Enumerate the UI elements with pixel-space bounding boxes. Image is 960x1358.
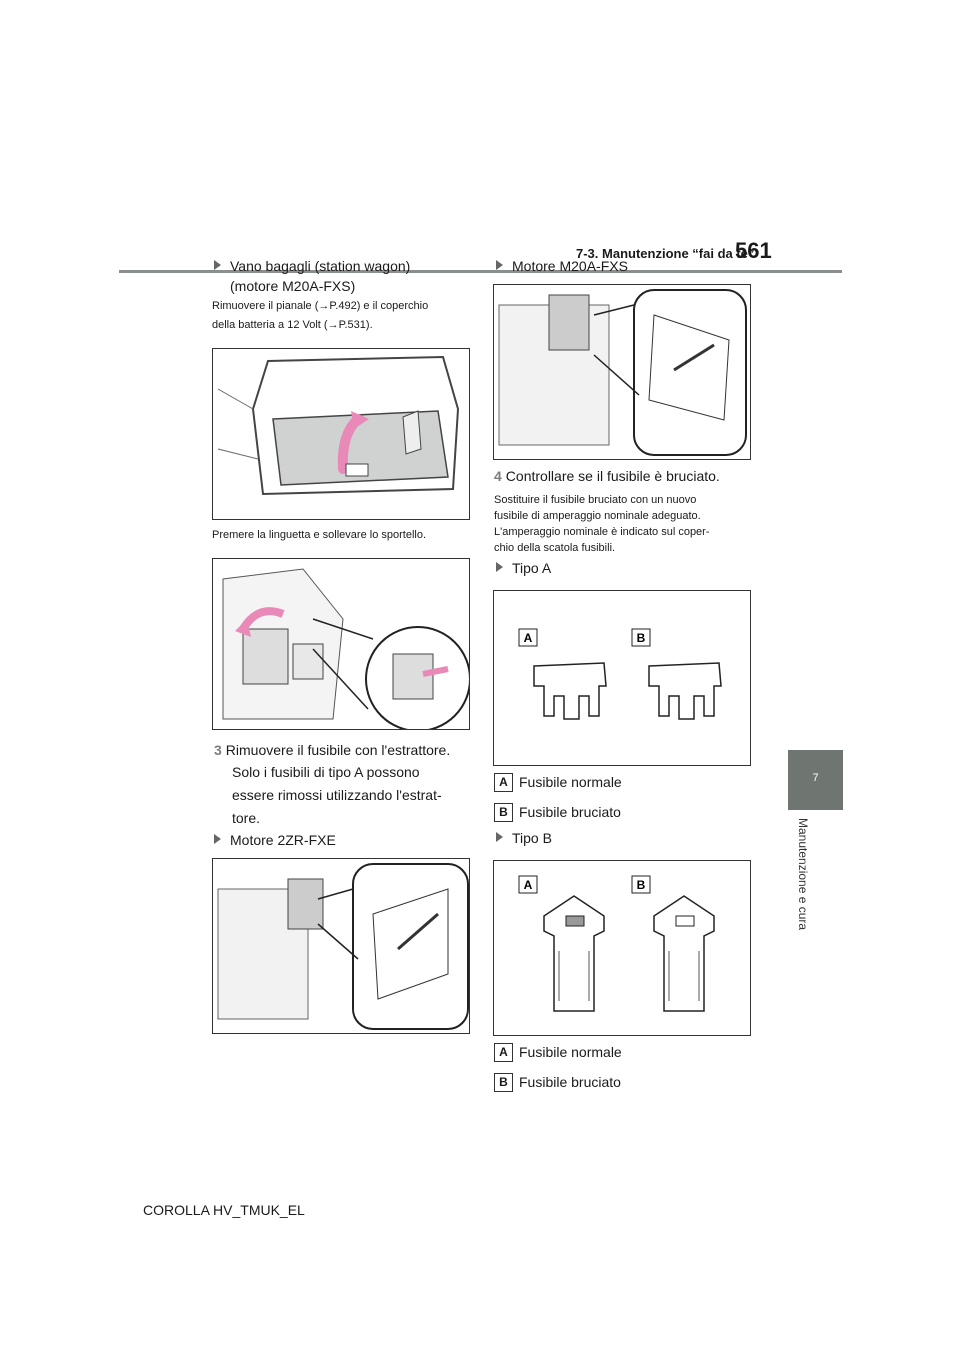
step-3-line4: tore. xyxy=(232,810,261,826)
type-b-text: Tipo B xyxy=(512,830,552,846)
legend-b-b-text: Fusibile bruciato xyxy=(519,1074,621,1090)
caption-cargo: Premere la linguetta e sollevare lo spor… xyxy=(212,529,427,541)
type-a-drawing: A B xyxy=(518,628,722,720)
fig-a-label-b: B xyxy=(637,631,646,645)
battery-cover-illustration xyxy=(212,558,470,730)
engine-2zr-label: Motore 2ZR-FXE xyxy=(214,830,336,850)
type-a-text: Tipo A xyxy=(512,560,552,576)
step-3-line1: Rimuovere il fusibile con l'estrattore. xyxy=(225,742,451,758)
legend-a-blown: B Fusibile bruciato xyxy=(494,802,621,822)
engine-2zr-fusebox-illustration xyxy=(212,858,470,1034)
page-number: 561 xyxy=(735,238,772,263)
legend-b-a-box: A xyxy=(494,1042,513,1062)
battery-cover-drawing xyxy=(222,568,469,729)
heading-cargo: Vano bagagli (station wagon) xyxy=(214,256,410,276)
heading-cargo-line2: (motore M20A-FXS) xyxy=(230,278,356,294)
heading-cargo-line1: Vano bagagli (station wagon) xyxy=(230,258,411,274)
step-4-note-line3: L'amperaggio nominale è indicato sul cop… xyxy=(494,526,710,538)
step-3-number: 3 xyxy=(214,742,222,758)
step-4-text: Controllare se il fusibile è bruciato. xyxy=(505,468,720,484)
type-a-label: Tipo A xyxy=(496,558,551,578)
legend-b-b-box: B xyxy=(494,1072,513,1092)
chapter-tab xyxy=(788,750,843,810)
type-b-label: Tipo B xyxy=(496,828,552,848)
engine-m20a-fusebox-illustration xyxy=(493,284,751,460)
type-b-drawing: A B xyxy=(518,875,715,1012)
legend-a-box: A xyxy=(494,772,513,792)
step-4-number: 4 xyxy=(494,468,502,484)
cargo-area-illustration xyxy=(212,348,470,520)
step-4-note-line2: fusibile di amperaggio nominale adeguato… xyxy=(494,510,701,522)
intro-line1: Rimuovere il pianale (→P.492) e il coper… xyxy=(212,300,429,312)
step-3-line2: Solo i fusibili di tipo A possono xyxy=(232,764,420,780)
type-a-fuse-illustration: A B xyxy=(493,590,751,766)
step-3-line3: essere rimossi utilizzando l'estrat- xyxy=(232,787,442,803)
legend-a-normal: A Fusibile normale xyxy=(494,772,622,792)
step-4-note-line4: chio della scatola fusibili. xyxy=(494,542,616,554)
fig-b-label-a: A xyxy=(524,878,533,892)
engine-m20a-text: Motore M20A-FXS xyxy=(512,258,628,274)
engine-2zr-text: Motore 2ZR-FXE xyxy=(230,832,336,848)
legend-b-blown: B Fusibile bruciato xyxy=(494,1072,621,1092)
chapter-title: Manutenzione e cura xyxy=(796,818,810,931)
fig-b-label-b: B xyxy=(637,878,646,892)
fig-a-label-a: A xyxy=(524,631,533,645)
legend-b-box: B xyxy=(494,802,513,822)
chapter-number: 7 xyxy=(812,772,819,784)
type-b-fuse-illustration: A B xyxy=(493,860,751,1036)
header-rule xyxy=(119,270,842,273)
legend-b-normal: A Fusibile normale xyxy=(494,1042,622,1062)
legend-b-a-text: Fusibile normale xyxy=(519,1044,622,1060)
cargo-area-drawing xyxy=(217,355,460,496)
legend-b-text: Fusibile bruciato xyxy=(519,804,621,820)
engine-m20a-label: Motore M20A-FXS xyxy=(496,256,628,276)
footer-model: COROLLA HV_TMUK_EL xyxy=(143,1202,305,1218)
legend-a-text: Fusibile normale xyxy=(519,774,622,790)
step-4-note-line1: Sostituire il fusibile bruciato con un n… xyxy=(494,494,697,506)
engine-2zr-drawing xyxy=(217,863,469,1030)
engine-m20a-drawing xyxy=(498,289,747,456)
intro-line2: della batteria a 12 Volt (→P.531). xyxy=(212,319,373,331)
